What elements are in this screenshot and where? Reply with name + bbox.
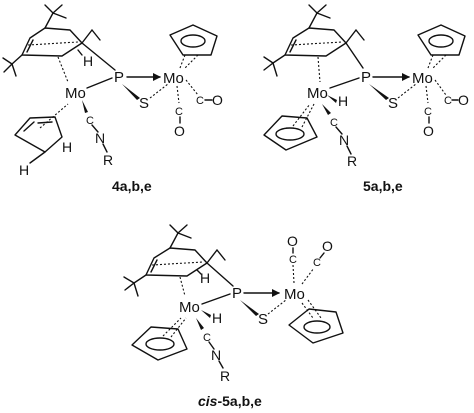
structure-5abe: Mo P S Mo C O C O H C N R: [263, 4, 469, 194]
cis-prefix: cis: [198, 393, 218, 409]
carbon-label: C: [203, 332, 211, 344]
hydrogen-label: H: [212, 310, 222, 326]
oxygen-label: O: [287, 233, 298, 249]
tert-butyl-group-top: [44, 4, 67, 29]
molybdenum-label: Mo: [284, 286, 305, 303]
structure-4abe: H Mo P S Mo C O C O: [2, 4, 223, 194]
carbon-label: C: [444, 95, 452, 107]
phosphorus-label: P: [361, 69, 371, 86]
r-group-label: R: [103, 152, 113, 168]
molybdenum-label: Mo: [307, 85, 328, 102]
compound-label-cis-5abe: cis-5a,b,e: [198, 393, 262, 409]
oxygen-label: O: [212, 92, 223, 108]
tert-butyl-group-left: [263, 54, 286, 77]
structure-cis-5abe: H Mo P S Mo C O C O H C N: [123, 224, 344, 409]
oxygen-label: O: [322, 238, 333, 254]
carbon-label: C: [330, 117, 338, 129]
phosphorus-label: P: [232, 285, 242, 302]
hydrogen-label: H: [200, 270, 210, 286]
carbon-label: C: [289, 254, 297, 266]
cyclohexadienyl-ring: [284, 27, 365, 57]
molybdenum-label: Mo: [163, 70, 184, 87]
compound-label-4abe: 4a,b,e: [112, 178, 152, 194]
cyclopentadienyl-ring: [417, 24, 466, 69]
oxygen-label: O: [423, 123, 434, 139]
tert-butyl-group-top: [308, 4, 331, 29]
carbon-label: C: [86, 115, 94, 127]
compound-label-5abe: 5a,b,e: [363, 178, 403, 194]
nitrogen-label: N: [95, 130, 105, 146]
cyclopentadienyl-ring: [169, 24, 218, 69]
cyclopentadienyl-ring: [263, 103, 318, 151]
cyclopentadiene-ring: [14, 103, 69, 153]
molybdenum-label: Mo: [412, 70, 433, 87]
cyclopentadienyl-ring: [288, 299, 344, 344]
compound-number: -5a,b,e: [217, 393, 262, 409]
cyclohexadienyl-ring: [145, 247, 226, 277]
sulfur-label: S: [388, 95, 398, 112]
phosphorus-label: P: [114, 69, 124, 86]
oxygen-label: O: [458, 92, 469, 108]
hydrogen-label: H: [83, 53, 93, 69]
molybdenum-label: Mo: [65, 85, 86, 102]
sulfur-label: S: [258, 311, 268, 328]
hydrogen-label: H: [62, 139, 72, 155]
nitrogen-label: N: [211, 347, 221, 363]
cyclopentadienyl-ring: [131, 317, 188, 361]
tert-butyl-group-top: [169, 224, 192, 249]
tert-butyl-group-left: [2, 54, 23, 77]
r-group-label: R: [220, 368, 230, 384]
tert-butyl-group-left: [123, 274, 147, 297]
carbon-label: C: [196, 95, 204, 107]
sulfur-label: S: [139, 95, 149, 112]
carbon-label: C: [424, 106, 432, 118]
oxygen-label: O: [174, 123, 185, 139]
hydrogen-label: H: [19, 162, 29, 178]
hydrogen-label: H: [338, 93, 348, 109]
carbon-label: C: [175, 106, 183, 118]
nitrogen-label: N: [339, 132, 349, 148]
molybdenum-label: Mo: [179, 299, 200, 316]
cyclohexadienyl-ring: [21, 27, 101, 57]
carbon-label: C: [313, 257, 321, 269]
r-group-label: R: [347, 153, 357, 169]
